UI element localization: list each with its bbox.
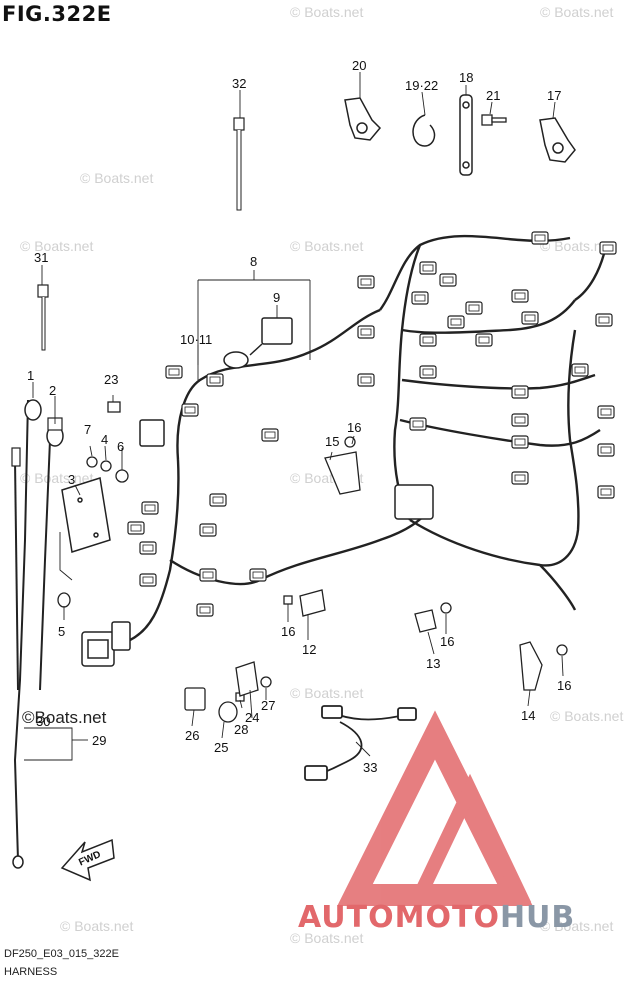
- connectors: [127, 231, 617, 617]
- watermark: © Boats.net: [540, 918, 614, 934]
- terminal-cap: [11, 447, 21, 467]
- callout-20: 20: [352, 58, 366, 73]
- watermark: © Boats.net: [290, 930, 364, 946]
- callout-21: 21: [486, 88, 500, 103]
- callout-13: 13: [426, 656, 440, 671]
- callout-33: 33: [363, 760, 377, 775]
- callout-23: 23: [104, 372, 118, 387]
- bolt: [481, 114, 507, 126]
- callout-9: 9: [273, 290, 280, 305]
- bracket-plate: [61, 477, 111, 553]
- callout-14: 14: [521, 708, 535, 723]
- wire-clamp: [539, 117, 576, 163]
- watermark: © Boats.net: [80, 170, 154, 186]
- callout-1: 1: [27, 368, 34, 383]
- watermark: © Boats.net: [290, 685, 364, 701]
- callout-24: 24: [245, 710, 259, 725]
- main-coupler: [81, 621, 131, 667]
- overlay-watermark: ©Boats.net: [22, 708, 107, 727]
- brand-part-1: AUTOMOTO: [298, 900, 500, 935]
- callout-16-a: 16: [347, 420, 361, 435]
- callout-17: 17: [547, 88, 561, 103]
- callout-4: 4: [101, 432, 108, 447]
- small-parts: [57, 401, 568, 723]
- wire-clip: [412, 114, 436, 147]
- callout-2: 2: [49, 383, 56, 398]
- callout-28: 28: [234, 722, 248, 737]
- callout-30: 30: [36, 714, 50, 729]
- callout-25: 25: [214, 740, 228, 755]
- callout-19-22: 19·22: [405, 78, 438, 93]
- watermark: © Boats.net: [290, 4, 364, 20]
- callout-7: 7: [84, 422, 91, 437]
- ground-wires: [13, 399, 51, 861]
- figure-title: FIG.322E: [2, 2, 112, 26]
- watermark: © Boats.net: [540, 238, 614, 254]
- watermark: © Boats.net: [20, 470, 94, 486]
- callout-6: 6: [117, 439, 124, 454]
- callout-31: 31: [34, 250, 48, 265]
- ring-terminal: [12, 855, 24, 869]
- callout-16-d: 16: [557, 678, 571, 693]
- leader-lines: [24, 72, 564, 761]
- callout-29: 29: [92, 733, 106, 748]
- watermark: © Boats.net: [20, 238, 94, 254]
- ring-terminal: [24, 399, 42, 421]
- callout-3: 3: [68, 472, 75, 487]
- watermark: © Boats.net: [60, 918, 134, 934]
- callout-16-b: 16: [281, 624, 295, 639]
- callout-12: 12: [302, 642, 316, 657]
- wire-clamp: [344, 97, 382, 141]
- sensor-unit: [223, 317, 293, 369]
- cable-tie: [37, 284, 49, 351]
- callout-10-11: 10·11: [180, 332, 212, 347]
- callout-27: 27: [261, 698, 275, 713]
- callout-15: 15: [325, 434, 339, 449]
- brand-wordmark: AUTOMOTOHUB: [298, 900, 575, 935]
- brand-logo-triangle: [337, 710, 533, 906]
- figure-caption: HARNESS: [4, 966, 58, 978]
- callout-16-c: 16: [440, 634, 454, 649]
- bracket: [459, 94, 473, 176]
- fwd-arrow-icon: [60, 838, 115, 882]
- callout-5: 5: [58, 624, 65, 639]
- watermark: © Boats.net: [540, 4, 614, 20]
- sub-harness: [304, 705, 417, 781]
- callout-18: 18: [459, 70, 473, 85]
- callout-26: 26: [185, 728, 199, 743]
- watermark: © Boats.net: [550, 708, 624, 724]
- brand-part-2: HUB: [499, 900, 576, 935]
- figure-code: DF250_E03_015_322E: [4, 948, 119, 960]
- watermark: © Boats.net: [290, 238, 364, 254]
- callout-labels: 32 20 19·22 18 21 17 31 8 9 10·11 1 23 2…: [27, 58, 571, 868]
- callout-32: 32: [232, 76, 246, 91]
- relay-box: [139, 419, 434, 520]
- callout-8: 8: [250, 254, 257, 269]
- cable-tie: [233, 117, 245, 211]
